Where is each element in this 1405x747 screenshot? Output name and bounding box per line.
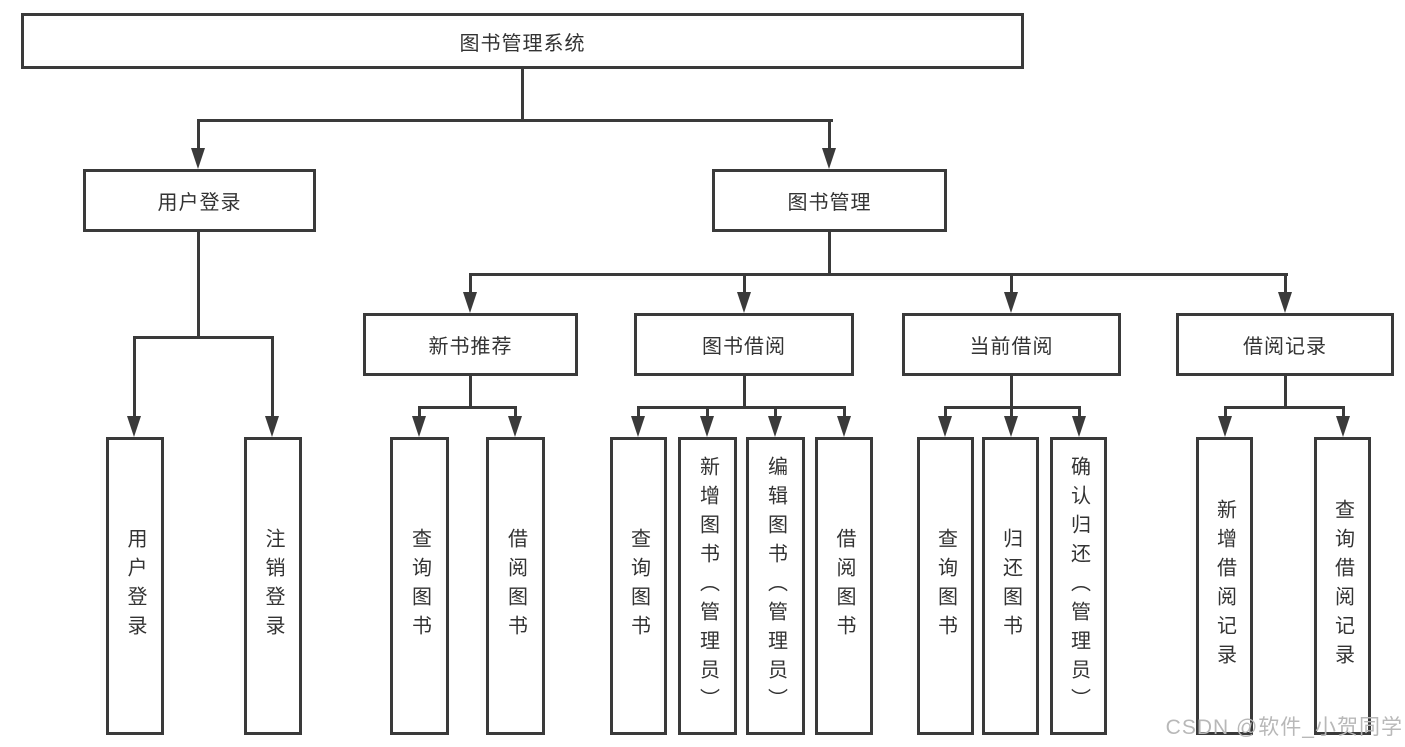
connector-line: [514, 406, 517, 418]
node-library-management-system: 图书管理系统: [21, 13, 1024, 69]
connector-line: [706, 406, 709, 418]
connector-line: [197, 232, 200, 338]
arrow-down-icon: [700, 416, 714, 437]
connector-line: [197, 119, 200, 150]
connector-line: [418, 406, 517, 409]
connector-line: [469, 273, 1288, 276]
leaf-borrow-books-recommend: 借阅图书: [486, 437, 545, 735]
node-book-management: 图书管理: [712, 169, 947, 232]
arrow-down-icon: [822, 148, 836, 169]
node-new-book-recommendation: 新书推荐: [363, 313, 578, 376]
arrow-down-icon: [191, 148, 205, 169]
arrow-down-icon: [1278, 292, 1292, 313]
arrow-down-icon: [768, 416, 782, 437]
connector-line: [944, 406, 947, 418]
csdn-watermark: CSDN @软件_小贺同学: [1165, 716, 1403, 739]
connector-line: [1342, 406, 1345, 418]
leaf-borrow-books-borrowing: 借阅图书: [815, 437, 873, 735]
connector-line: [1284, 273, 1287, 296]
connector-line: [828, 232, 831, 273]
arrow-down-icon: [1004, 416, 1018, 437]
leaf-user-login: 用户登录: [106, 437, 164, 735]
connector-line: [743, 376, 746, 406]
arrow-down-icon: [265, 416, 279, 437]
leaf-query-books-recommend: 查询图书: [390, 437, 449, 735]
connector-line: [843, 406, 846, 418]
connector-line: [828, 119, 831, 150]
arrow-down-icon: [463, 292, 477, 313]
leaf-add-borrow-record: 新增借阅记录: [1196, 437, 1253, 735]
connector-line: [1078, 406, 1081, 418]
arrow-down-icon: [1336, 416, 1350, 437]
arrow-down-icon: [938, 416, 952, 437]
arrow-down-icon: [737, 292, 751, 313]
leaf-confirm-return-admin: 确认归还（管理员）: [1050, 437, 1107, 735]
connector-line: [469, 273, 472, 296]
connector-line: [133, 336, 274, 339]
connector-line: [1010, 406, 1013, 418]
connector-line: [197, 119, 833, 122]
connector-line: [774, 406, 777, 418]
connector-line: [1224, 406, 1227, 418]
connector-line: [1010, 273, 1013, 296]
connector-line: [418, 406, 421, 418]
leaf-edit-books-admin: 编辑图书（管理员）: [746, 437, 805, 735]
connector-line: [271, 336, 274, 418]
arrow-down-icon: [1004, 292, 1018, 313]
node-current-borrowing: 当前借阅: [902, 313, 1121, 376]
arrow-down-icon: [837, 416, 851, 437]
leaf-query-books-borrowing: 查询图书: [610, 437, 667, 735]
connector-line: [133, 336, 136, 418]
arrow-down-icon: [1072, 416, 1086, 437]
connector-line: [743, 273, 746, 296]
connector-line: [469, 376, 472, 406]
node-user-login: 用户登录: [83, 169, 316, 232]
arrow-down-icon: [1218, 416, 1232, 437]
node-book-borrowing: 图书借阅: [634, 313, 854, 376]
connector-line: [1284, 376, 1287, 406]
arrow-down-icon: [631, 416, 645, 437]
connector-line: [637, 406, 640, 418]
leaf-add-books-admin: 新增图书（管理员）: [678, 437, 737, 735]
arrow-down-icon: [508, 416, 522, 437]
arrow-down-icon: [127, 416, 141, 437]
connector-line: [521, 69, 524, 119]
connector-line: [1010, 376, 1013, 406]
leaf-logout: 注销登录: [244, 437, 302, 735]
node-borrowing-records: 借阅记录: [1176, 313, 1394, 376]
connector-line: [637, 406, 845, 409]
leaf-query-books-current: 查询图书: [917, 437, 974, 735]
leaf-return-books: 归还图书: [982, 437, 1039, 735]
leaf-query-borrow-record: 查询借阅记录: [1314, 437, 1371, 735]
arrow-down-icon: [412, 416, 426, 437]
connector-line: [1224, 406, 1344, 409]
